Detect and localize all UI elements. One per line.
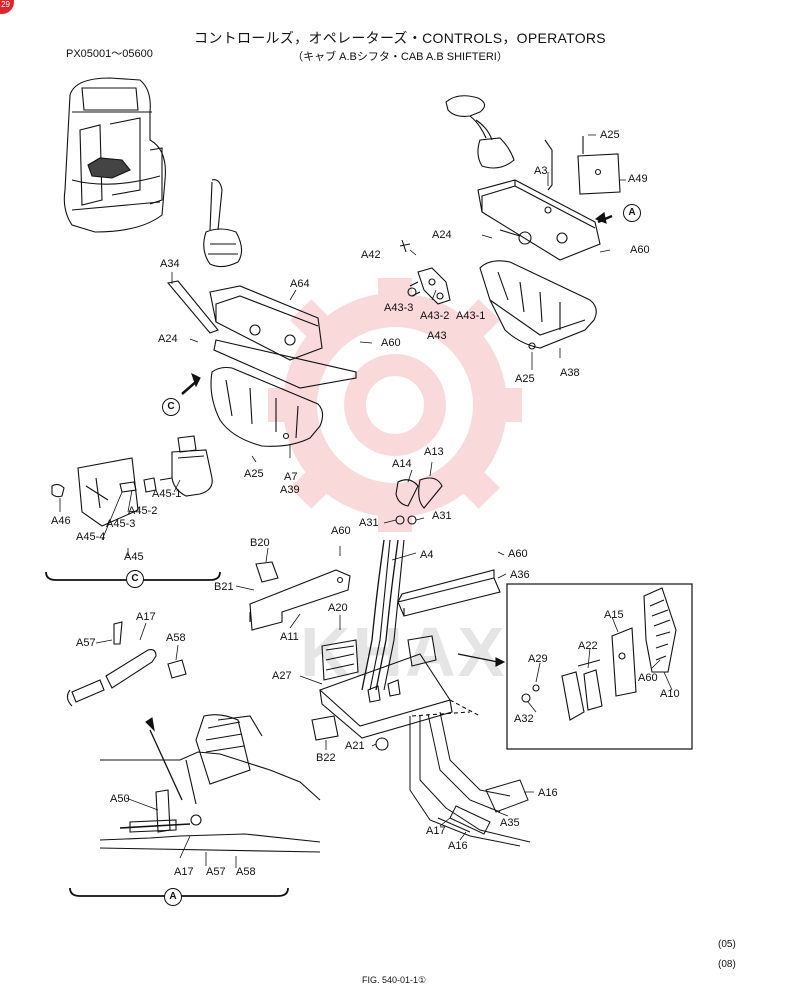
part-label-a14: A14 (392, 458, 412, 470)
part-label-a11: A11 (280, 631, 299, 643)
part-label-a34: A34 (160, 258, 180, 270)
part-label-a42: A42 (361, 249, 381, 261)
pin-a58 (167, 659, 187, 679)
part-label-a24: A24 (432, 229, 452, 241)
part-label-a3: A3 (534, 165, 548, 177)
part-label-a32: A32 (514, 713, 534, 725)
bolt-a42 (399, 239, 411, 253)
view-marker-c-top: C (162, 398, 180, 416)
leader-lines (59, 134, 673, 868)
part-label-a24: A24 (158, 333, 178, 345)
pad-b22 (311, 715, 339, 741)
part-label-a36: A36 (510, 569, 530, 581)
part-label-a39: A39 (280, 484, 300, 496)
part-label-a45: A45 (124, 551, 144, 563)
nut-a21 (375, 737, 389, 751)
part-label-a45-1: A45-1 (152, 488, 182, 500)
part-label-a35: A35 (500, 817, 520, 829)
part-label-a21: A21 (345, 740, 365, 752)
part-label-a38: A38 (560, 367, 580, 379)
revision-mark: (05) (718, 939, 736, 950)
pedal-a10 (643, 587, 677, 673)
clip-a57 (113, 621, 123, 645)
plate-a49 (577, 153, 621, 195)
part-label-a31: A31 (432, 510, 452, 522)
part-label-a16: A16 (538, 787, 558, 799)
part-label-a16: A16 (448, 840, 468, 852)
part-label-a58: A58 (236, 866, 256, 878)
part-label-b20: B20 (250, 537, 270, 549)
part-label-a4: A4 (420, 549, 434, 561)
part-label-a43: A43 (427, 330, 447, 342)
part-label-a17: A17 (426, 825, 446, 837)
part-label-a29: A29 (528, 653, 548, 665)
part-label-a20: A20 (328, 602, 348, 614)
part-label-a60: A60 (508, 548, 528, 560)
part-label-a25: A25 (515, 373, 535, 385)
lever-a14 (395, 479, 419, 507)
part-label-a10: A10 (660, 688, 680, 700)
page-subtitle: （キャブ A.Bシフタ・CAB A.B SHIFTERI） (292, 51, 508, 63)
figure-number: FIG. 540-01-1① (362, 975, 427, 985)
part-label-a57: A57 (206, 866, 226, 878)
part-label-a60: A60 (331, 525, 351, 537)
part-label-a45-3: A45-3 (106, 518, 136, 530)
part-label-a50: A50 (110, 793, 130, 805)
part-label-a43-1: A43-1 (456, 310, 486, 322)
cab-illustration (63, 77, 166, 233)
part-label-a22: A22 (578, 640, 598, 652)
serial-range: PX05001～05600 (66, 48, 153, 60)
pad-b20 (255, 561, 279, 583)
part-label-a7: A7 (284, 471, 298, 483)
shift-lever-left (203, 179, 243, 268)
part-label-a43-3: A43-3 (384, 302, 414, 314)
part-label-a60: A60 (381, 337, 401, 349)
part-label-a49: A49 (628, 173, 648, 185)
part-label-a45-2: A45-2 (128, 505, 158, 517)
bracket-a64 (209, 285, 357, 389)
part-label-a58: A58 (166, 632, 186, 644)
part-label-a60: A60 (630, 244, 650, 256)
part-label-a57: A57 (76, 637, 96, 649)
view-marker-c-detail: C (126, 570, 144, 588)
base-plate (318, 635, 453, 739)
part-label-a31: A31 (359, 517, 379, 529)
pin-a34 (166, 280, 219, 334)
page-title: コントロールズ，オペレーターズ・CONTROLS，OPERATORS (194, 30, 606, 46)
tray-a38 (479, 260, 597, 350)
part-label-a43-2: A43-2 (420, 310, 450, 322)
detail-a (69, 714, 321, 897)
part-label-b21: B21 (214, 581, 234, 593)
part-label-a60: A60 (638, 672, 658, 684)
bracket-a3 (477, 179, 601, 261)
watermark-gear-logo (268, 278, 522, 532)
bracket-a15 (611, 627, 637, 697)
part-label-a15: A15 (604, 609, 624, 621)
cables (409, 711, 531, 847)
shift-lever-top-right (445, 95, 553, 191)
detail-box-a10 (506, 583, 693, 750)
bracket-a11 (249, 569, 351, 631)
lever-a13 (418, 477, 443, 509)
part-label-a17: A17 (136, 611, 156, 623)
part-label-a13: A13 (424, 446, 444, 458)
part-label-a27: A27 (272, 670, 292, 682)
part-label-b22: B22 (316, 752, 336, 764)
part-label-a25: A25 (244, 468, 264, 480)
part-label-a45-4: A45-4 (76, 531, 106, 543)
linkage-a43 (407, 267, 451, 305)
part-label-a25: A25 (600, 129, 620, 141)
view-marker-a-detail: A (164, 888, 182, 906)
tray-a7 (210, 366, 324, 447)
block-a36 (397, 577, 501, 617)
part-label-a64: A64 (290, 278, 310, 290)
clevis-a17 (105, 649, 157, 689)
part-label-a46: A46 (51, 515, 71, 527)
view-marker-a-top: A (623, 204, 641, 222)
part-label-a17: A17 (174, 866, 194, 878)
revision-mark: (08) (718, 959, 736, 970)
